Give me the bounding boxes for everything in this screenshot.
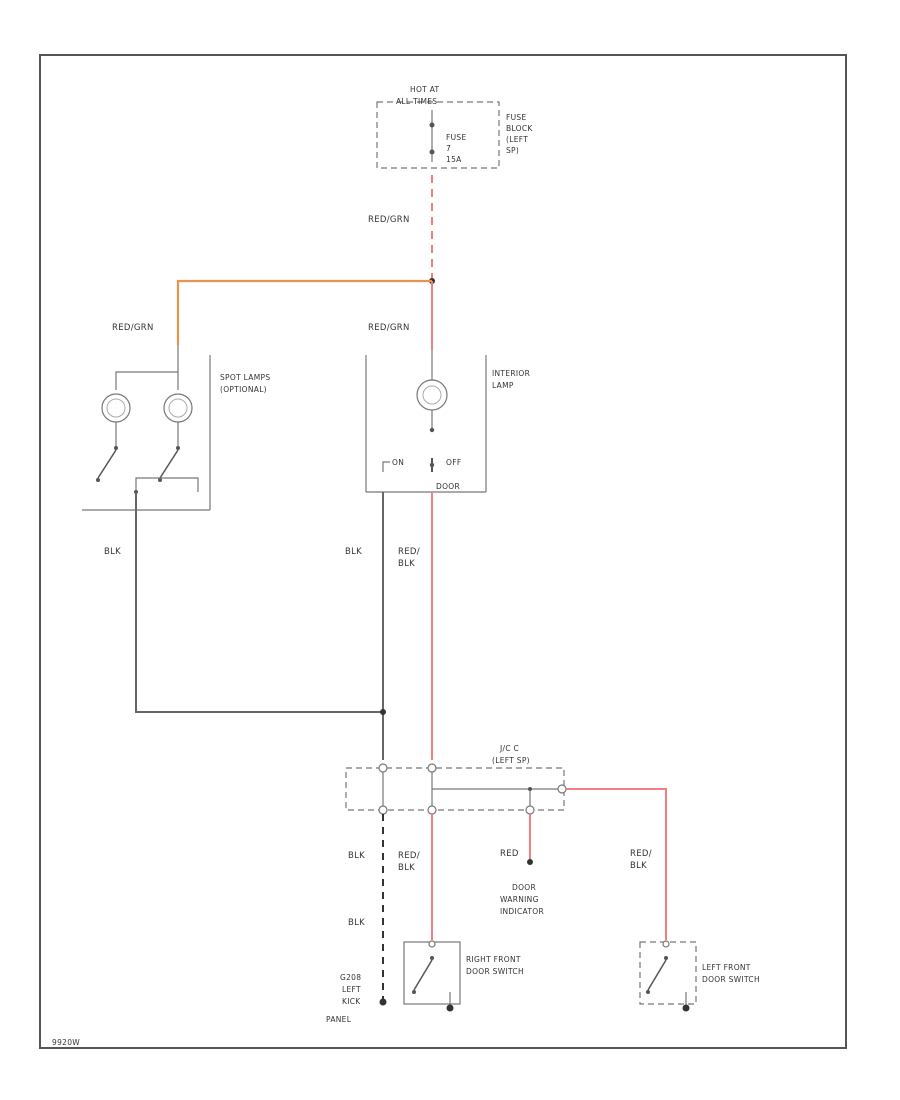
wire-label-red-grn-top: RED/GRN bbox=[368, 215, 410, 225]
wire-label-red-blk-bottom-2: BLK bbox=[398, 863, 415, 873]
hot-at-label: HOT AT bbox=[410, 85, 440, 94]
wire-label-red-grn-interior: RED/GRN bbox=[368, 323, 410, 333]
spot-lamp-right bbox=[163, 393, 193, 423]
left-switch-label-2: DOOR SWITCH bbox=[702, 975, 760, 984]
junction-connector-c: J/C C (LEFT SP) bbox=[345, 744, 567, 815]
wire-label-blk-bottom: BLK bbox=[348, 851, 365, 861]
fuse-block-label-2: BLOCK bbox=[506, 124, 533, 133]
wire-label-red-grn-spot: RED/GRN bbox=[112, 323, 154, 333]
wire-red-grn-branch bbox=[176, 279, 432, 345]
fuse-number: 7 bbox=[446, 144, 451, 153]
wire-label-red-blk-left-1: RED/ bbox=[630, 849, 652, 859]
wire-label-blk-interior: BLK bbox=[345, 547, 362, 557]
wire-label-blk-ground-upper: BLK bbox=[348, 918, 365, 928]
fuse-label: FUSE bbox=[446, 133, 467, 142]
diagram-frame bbox=[39, 54, 847, 1049]
switch-on-label: ON bbox=[392, 458, 404, 467]
fuse-block-label-1: FUSE bbox=[506, 113, 527, 122]
ground-label-2: LEFT bbox=[342, 985, 361, 994]
spot-lamps-label-1: SPOT LAMPS bbox=[220, 373, 270, 382]
interior-lamp-bulb bbox=[416, 379, 448, 411]
ground-terminal bbox=[379, 998, 387, 1006]
switch-door-label: DOOR bbox=[436, 482, 460, 491]
wire-label-red-blk-bottom-1: RED/ bbox=[398, 851, 420, 861]
spot-lamps-label-2: (OPTIONAL) bbox=[220, 385, 267, 394]
wire-label-red-blk-left-2: BLK bbox=[630, 861, 647, 871]
door-warning-label-2: WARNING bbox=[500, 895, 539, 904]
door-warning-label-3: INDICATOR bbox=[500, 907, 544, 916]
right-switch-label-2: DOOR SWITCH bbox=[466, 967, 524, 976]
splice-blk bbox=[380, 709, 386, 715]
fuse-block-label-3: (LEFT bbox=[506, 135, 528, 144]
right-switch-label-1: RIGHT FRONT bbox=[466, 955, 521, 964]
wire-label-blk-spot: BLK bbox=[104, 547, 121, 557]
jcc-label-1: J/C C bbox=[499, 744, 519, 753]
switch-off-label: OFF bbox=[446, 458, 461, 467]
fuse-amps: 15A bbox=[446, 155, 462, 164]
ground-label-4: PANEL bbox=[326, 1015, 352, 1024]
wire-blk-spot bbox=[135, 492, 383, 713]
fuse-block-label-4: SP) bbox=[506, 146, 519, 155]
hot-at-label-2: ALL TIMES bbox=[396, 97, 437, 106]
wire-red-blk-left bbox=[566, 788, 667, 940]
fuse-block: HOT AT ALL TIMES FUSE 7 15A FUSE BLOCK (… bbox=[376, 85, 533, 169]
interior-lamp-label-1: INTERIOR bbox=[492, 369, 530, 378]
left-front-door-switch: LEFT FRONT DOOR SWITCH bbox=[639, 940, 760, 1012]
door-warning-terminal bbox=[527, 859, 533, 865]
left-switch-label-1: LEFT FRONT bbox=[702, 963, 751, 972]
interior-lamp-label-2: LAMP bbox=[492, 381, 514, 390]
right-front-door-switch: RIGHT FRONT DOOR SWITCH bbox=[403, 940, 524, 1012]
interior-lamp: ON OFF DOOR INTERIOR LAMP bbox=[365, 350, 530, 493]
wire-label-red-warning: RED bbox=[500, 849, 519, 859]
spot-lamp-left bbox=[101, 393, 131, 423]
door-warning-label-1: DOOR bbox=[512, 883, 536, 892]
spot-lamps: SPOT LAMPS (OPTIONAL) bbox=[82, 345, 270, 511]
diagram-id: 9920W bbox=[52, 1038, 80, 1047]
wire-label-red-blk-interior-1: RED/ bbox=[398, 547, 420, 557]
wire-label-red-blk-interior-2: BLK bbox=[398, 559, 415, 569]
jcc-label-2: (LEFT SP) bbox=[492, 756, 530, 765]
ground-label-1: G208 bbox=[340, 973, 361, 982]
ground-label-3: KICK bbox=[342, 997, 361, 1006]
